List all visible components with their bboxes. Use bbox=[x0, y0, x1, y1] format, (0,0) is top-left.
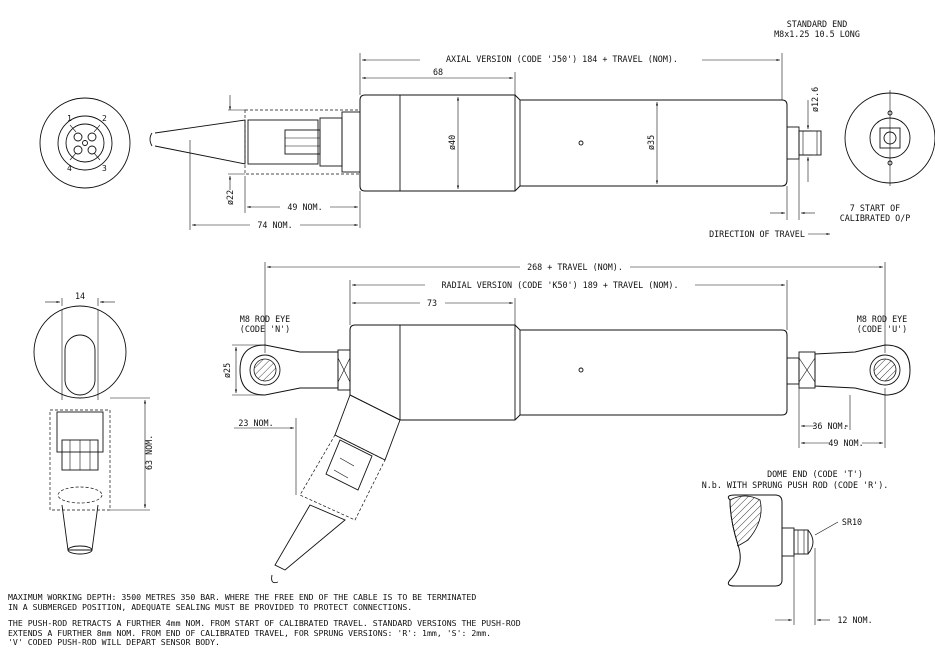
push-rod-end-view bbox=[844, 90, 935, 186]
dim-36-nom: 36 NOM. bbox=[812, 421, 847, 431]
radial-sensor-body bbox=[349, 324, 788, 421]
dim-dia-12-6: ø12.6 bbox=[810, 87, 820, 112]
dim-68: 68 bbox=[433, 67, 443, 77]
pin-label-4: 4 bbox=[67, 164, 72, 173]
start-calibrated-label: 7 START OF bbox=[850, 203, 900, 213]
rod-eye-u-label: M8 ROD EYE bbox=[857, 314, 907, 324]
dim-dia-35: ø35 bbox=[646, 135, 656, 150]
dim-14: 14 bbox=[75, 291, 85, 301]
standard-end-label: STANDARD END bbox=[787, 19, 848, 29]
rod-eye-right bbox=[786, 344, 911, 396]
rod-eye-n-label: M8 ROD EYE bbox=[240, 314, 290, 324]
axial-version-label: AXIAL VERSION (CODE 'J50') 184 + TRAVEL … bbox=[446, 54, 678, 64]
dim-dia-40: ø40 bbox=[447, 135, 457, 150]
dim-73: 73 bbox=[427, 298, 437, 308]
calibrated-op-label: CALIBRATED O/P bbox=[840, 213, 911, 223]
pin-label-2: 2 bbox=[102, 114, 107, 123]
dim-dia-25: ø25 bbox=[222, 363, 232, 378]
overall-length-label: 268 + TRAVEL (NOM). bbox=[527, 262, 623, 272]
sr10-label: SR10 bbox=[842, 517, 862, 527]
axial-sensor-body bbox=[359, 94, 822, 192]
radial-dimensions: 268 + TRAVEL (NOM). RADIAL VERSION (CODE… bbox=[222, 261, 907, 495]
dim-74-nom: 74 NOM. bbox=[257, 220, 292, 230]
dim-63-nom: 63 NOM. bbox=[144, 435, 154, 470]
standard-end-thread: M8x1.25 10.5 LONG bbox=[774, 29, 860, 39]
rod-eye-left bbox=[239, 344, 351, 396]
connector-end-view: 1 2 4 3 bbox=[39, 97, 131, 189]
dim-49-nom-bottom: 49 NOM. bbox=[828, 438, 863, 448]
rod-eye-u-code: (CODE 'U') bbox=[857, 324, 907, 334]
direction-of-travel-label: DIRECTION OF TRAVEL bbox=[709, 229, 805, 239]
axial-cable-connector bbox=[149, 109, 361, 175]
radial-version-view: 268 + TRAVEL (NOM). RADIAL VERSION (CODE… bbox=[222, 261, 911, 584]
working-depth-note: MAXIMUM WORKING DEPTH: 3500 METRES 350 B… bbox=[8, 592, 477, 612]
axial-version-view: 1 2 4 3 bbox=[39, 19, 935, 239]
dim-dia-22: ø22 bbox=[225, 190, 235, 205]
axial-dimensions: AXIAL VERSION (CODE 'J50') 184 + TRAVEL … bbox=[189, 19, 911, 239]
radial-connector-end-view: 14 63 NOM. bbox=[33, 291, 154, 555]
dome-end-label: DOME END (CODE 'T') bbox=[767, 469, 863, 479]
radial-version-label: RADIAL VERSION (CODE 'K50') 189 + TRAVEL… bbox=[442, 280, 679, 290]
radial-connector-angled bbox=[271, 394, 401, 584]
dome-end-detail: DOME END (CODE 'T') N.b. WITH SPRUNG PUS… bbox=[702, 469, 889, 625]
dim-12-nom: 12 NOM. bbox=[837, 615, 872, 625]
dim-23-nom: 23 NOM. bbox=[238, 418, 273, 428]
rod-eye-n-code: (CODE 'N') bbox=[240, 324, 290, 334]
push-rod-note: THE PUSH-ROD RETRACTS A FURTHER 4mm NOM.… bbox=[8, 618, 521, 647]
pin-label-1: 1 bbox=[67, 114, 72, 123]
dim-49-nom-top: 49 NOM. bbox=[287, 202, 322, 212]
pin-label-3: 3 bbox=[102, 164, 107, 173]
sprung-push-rod-label: N.b. WITH SPRUNG PUSH ROD (CODE 'R'). bbox=[702, 480, 889, 490]
